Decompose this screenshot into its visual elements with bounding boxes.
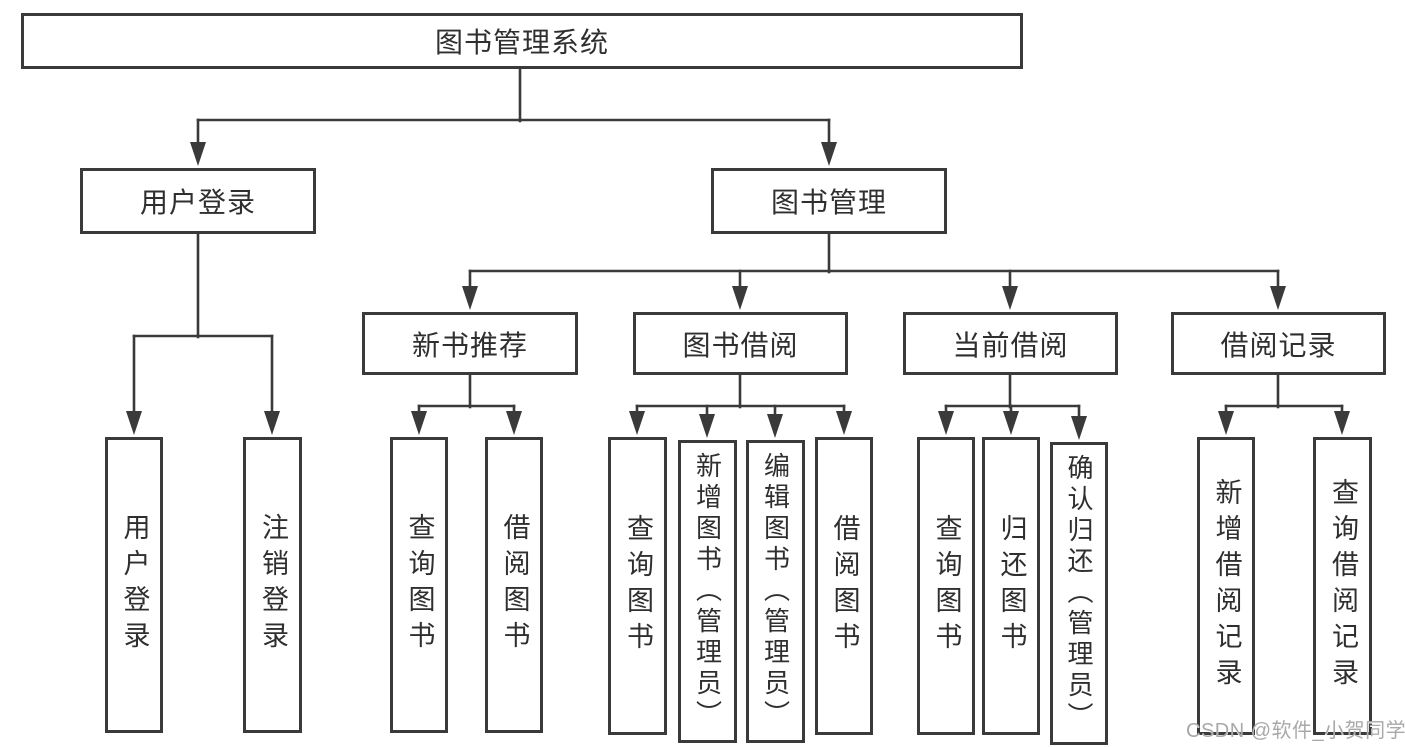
node-borrow-records: 借阅记录 bbox=[1171, 312, 1386, 375]
leaf-query-borrow-record-label: 查询借阅记录 bbox=[1328, 478, 1358, 694]
leaf-newbooks-query-book-label: 查询图书 bbox=[404, 513, 435, 657]
node-book-management: 图书管理 bbox=[711, 168, 947, 234]
csdn-watermark: CSDN @软件_小贺同学 bbox=[1186, 720, 1405, 742]
leaf-logout: 注销登录 bbox=[243, 437, 302, 733]
leaf-add-book-admin-label: 新增图书（管理员） bbox=[692, 452, 723, 731]
leaf-user-login: 用户登录 bbox=[105, 437, 163, 733]
node-user-login: 用户登录 bbox=[80, 168, 316, 234]
node-current-borrow-label: 当前借阅 bbox=[952, 329, 1069, 361]
node-book-borrow-label: 图书借阅 bbox=[682, 329, 799, 361]
leaf-borrow-query-book-label: 查询图书 bbox=[623, 514, 653, 658]
leaf-borrow-book: 借阅图书 bbox=[815, 437, 873, 735]
leaf-borrow-query-book: 查询图书 bbox=[608, 437, 667, 735]
leaf-borrow-book-label: 借阅图书 bbox=[829, 514, 860, 658]
leaf-current-query-book: 查询图书 bbox=[917, 437, 975, 735]
node-new-books: 新书推荐 bbox=[362, 312, 578, 375]
node-book-borrow: 图书借阅 bbox=[633, 312, 848, 375]
leaf-confirm-return-admin-label: 确认归还（管理员） bbox=[1064, 454, 1094, 733]
leaf-query-borrow-record: 查询借阅记录 bbox=[1313, 437, 1372, 735]
leaf-add-book-admin: 新增图书（管理员） bbox=[678, 440, 737, 743]
leaf-add-borrow-record-label: 新增借阅记录 bbox=[1211, 478, 1242, 694]
leaf-return-book-label: 归还图书 bbox=[996, 514, 1027, 658]
leaf-newbooks-borrow-book: 借阅图书 bbox=[485, 437, 543, 733]
leaf-edit-book-admin: 编辑图书（管理员） bbox=[746, 440, 805, 743]
node-user-login-label: 用户登录 bbox=[139, 187, 256, 218]
leaf-newbooks-query-book: 查询图书 bbox=[390, 437, 448, 733]
node-borrow-records-label: 借阅记录 bbox=[1220, 329, 1337, 361]
leaf-newbooks-borrow-book-label: 借阅图书 bbox=[499, 513, 530, 657]
node-book-management-label: 图书管理 bbox=[770, 187, 887, 218]
leaf-current-query-book-label: 查询图书 bbox=[931, 514, 962, 658]
leaf-user-login-label: 用户登录 bbox=[119, 513, 150, 657]
node-current-borrow: 当前借阅 bbox=[903, 312, 1118, 375]
leaf-edit-book-admin-label: 编辑图书（管理员） bbox=[760, 452, 791, 731]
leaf-confirm-return-admin: 确认归还（管理员） bbox=[1050, 442, 1108, 745]
leaf-return-book: 归还图书 bbox=[982, 437, 1040, 735]
leaf-add-borrow-record: 新增借阅记录 bbox=[1197, 437, 1255, 735]
leaf-logout-label: 注销登录 bbox=[258, 513, 288, 657]
node-root: 图书管理系统 bbox=[21, 13, 1023, 69]
node-new-books-label: 新书推荐 bbox=[411, 329, 528, 361]
node-root-label: 图书管理系统 bbox=[434, 27, 609, 58]
